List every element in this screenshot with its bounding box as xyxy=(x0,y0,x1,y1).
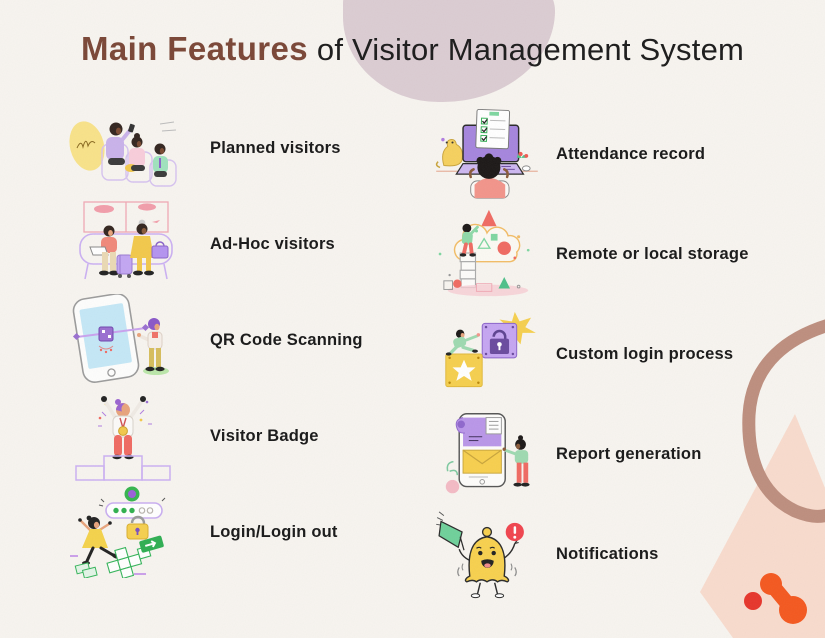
feature-label: Report generation xyxy=(556,444,702,463)
feature-item: QR Code Scanning xyxy=(68,292,363,388)
planned-visitors-illustration xyxy=(69,121,177,187)
custom-login-process-illustration xyxy=(445,311,536,388)
report-generation-illustration xyxy=(445,413,530,494)
notifications-illustration xyxy=(436,511,524,599)
attendance-record-illustration xyxy=(435,108,538,199)
login-logout-illustration xyxy=(70,486,166,578)
feature-label: Ad-Hoc visitors xyxy=(210,234,335,253)
feature-column-left: Planned visitors xyxy=(68,100,363,580)
feature-item: Ad-Hoc visitors xyxy=(68,196,363,292)
title-highlight: Main Features xyxy=(80,30,309,67)
feature-label: Attendance record xyxy=(556,144,706,163)
feature-label: Visitor Badge xyxy=(210,426,319,445)
curve-decoration xyxy=(742,319,825,523)
feature-item: Report generation xyxy=(432,404,749,504)
page-title: Main Features of Visitor Management Syst… xyxy=(0,30,825,68)
feature-label: Planned visitors xyxy=(210,138,341,157)
visitor-badge-illustration xyxy=(75,396,171,481)
title-rest: of Visitor Management System xyxy=(308,32,745,67)
brand-logo xyxy=(744,573,807,624)
feature-label: Custom login process xyxy=(556,344,734,363)
feature-item: Visitor Badge xyxy=(68,388,363,484)
feature-label: Login/Login out xyxy=(210,522,338,541)
remote-local-storage-illustration xyxy=(438,209,530,297)
feature-item: Notifications xyxy=(432,504,749,604)
feature-item: Login/Login out xyxy=(68,484,363,580)
feature-item: Remote or local storage xyxy=(432,204,749,304)
feature-label: QR Code Scanning xyxy=(210,330,363,349)
qr-code-scanning-illustration xyxy=(72,294,169,383)
feature-column-right: Attendance record xyxy=(432,104,749,604)
feature-item: Planned visitors xyxy=(68,100,363,196)
feature-label: Notifications xyxy=(556,544,659,563)
feature-item: Custom login process xyxy=(432,304,749,404)
feature-label: Remote or local storage xyxy=(556,244,749,263)
ad-hoc-visitors-illustration xyxy=(79,201,173,280)
feature-item: Attendance record xyxy=(432,104,749,204)
